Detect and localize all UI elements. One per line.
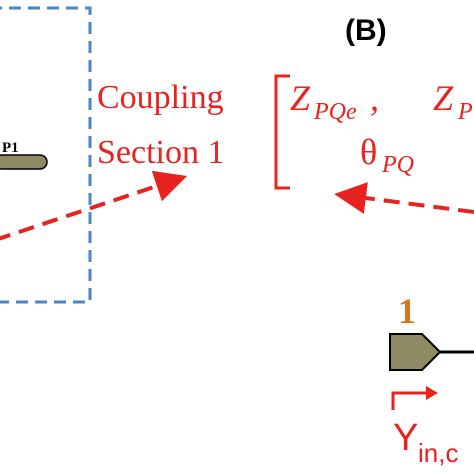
theta-parameter: θ PQ <box>360 132 414 178</box>
svg-text:Z: Z <box>290 78 311 118</box>
panel-label: (B) <box>345 14 387 47</box>
theta-symbol: θ <box>360 132 377 172</box>
admittance-label: Y in,c <box>393 417 458 468</box>
svg-text:Z: Z <box>433 78 454 118</box>
left-bracket <box>274 74 290 190</box>
dashed-region-box <box>0 6 92 304</box>
svg-text:Y: Y <box>393 417 418 459</box>
svg-text:PQ: PQ <box>381 152 414 178</box>
admittance-symbol: Y <box>393 417 418 459</box>
z-even-symbol: Z <box>290 78 311 118</box>
z-even-comma: , <box>370 78 379 118</box>
z-even-parameter: Z PQe , <box>290 78 379 125</box>
svg-text:in,c: in,c <box>418 438 458 468</box>
z-even-subscript: PQe <box>313 99 357 125</box>
svg-text:θ: θ <box>360 132 377 172</box>
port-connector <box>389 333 474 371</box>
left-dashed-arrow <box>0 170 188 241</box>
z-odd-symbol: Z <box>433 78 454 118</box>
z-odd-subscript: P <box>457 99 473 125</box>
admittance-arrow <box>391 386 438 410</box>
left-connector: P1 <box>0 140 48 170</box>
z-odd-parameter: Z P <box>433 78 473 125</box>
coupling-label-line1: Coupling <box>97 79 224 116</box>
port-number: 1 <box>398 291 416 331</box>
svg-text:P: P <box>457 99 473 125</box>
svg-text:,: , <box>370 78 379 118</box>
admittance-subscript: in,c <box>418 438 458 468</box>
svg-text:PQe: PQe <box>313 99 357 125</box>
coupling-label-line2: Section 1 <box>97 134 224 171</box>
theta-subscript: PQ <box>381 152 414 178</box>
connector-label-p1: P1 <box>2 140 19 156</box>
right-dashed-arrow <box>334 182 474 214</box>
